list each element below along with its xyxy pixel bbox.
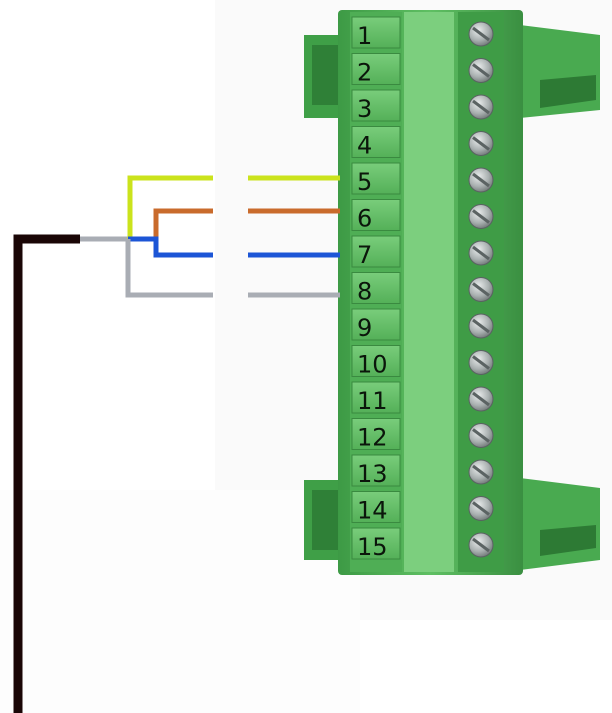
screw-slot-7 [472,245,490,261]
wires [80,175,340,298]
terminal-label-1: 1 [357,22,372,50]
terminal-label-12: 12 [357,424,388,452]
terminal-label-4: 4 [357,132,372,160]
screw-slot-5 [472,172,490,188]
cable-shadow-area [0,490,360,713]
wire-brown-left [153,208,213,239]
terminal-cell-7 [351,235,401,268]
terminal-cell-6 [351,199,401,231]
screw-slot-1 [472,26,490,42]
terminal-cell-4 [351,126,401,158]
screw-slot-11 [472,391,490,407]
terminal-label-8: 8 [357,278,372,306]
terminal-label-15: 15 [357,533,388,561]
terminal-label-9: 9 [357,314,372,342]
mount-clip-top [304,25,600,118]
screw-slot-13 [472,464,490,480]
terminal-cell-1 [351,16,401,49]
terminal-label-10: 10 [357,351,388,379]
terminal-cell-5 [351,162,401,195]
screw-slot-8 [472,282,490,297]
terminal-label-13: 13 [357,460,388,488]
terminal-label-14: 14 [357,497,388,525]
terminal-label-11: 11 [357,387,388,415]
terminal-cell-14 [351,491,401,523]
terminal-cell-10 [351,345,401,377]
terminal-label-5: 5 [357,168,372,196]
terminal-cell-13 [351,454,401,487]
screw-slot-10 [472,355,490,370]
wire-blue-left [128,236,213,258]
screw-slot-12 [472,428,490,443]
screw-slot-15 [472,537,490,553]
terminal-cells [351,16,401,560]
screw-slot-4 [472,136,490,151]
screw-slot-14 [472,501,490,516]
terminal-cell-8 [351,272,401,304]
terminal-label-6: 6 [357,205,372,233]
terminal-cell-9 [351,308,401,341]
cable-jacket [13,234,80,713]
center-rail [404,12,454,572]
wire-yellow-green-left [127,175,213,239]
screw-slot-6 [472,209,490,224]
terminal-cell-15 [351,527,401,560]
terminal-cell-12 [351,418,401,450]
terminal-screws [468,21,494,558]
terminal-cell-3 [351,89,401,122]
terminal-label-2: 2 [357,59,372,87]
screw-slot-2 [472,63,490,78]
screw-slot-3 [472,99,490,115]
terminal-label-3: 3 [357,95,372,123]
terminal-cell-2 [351,53,401,85]
screw-slot-9 [472,318,490,334]
wire-grey-left [125,239,213,298]
terminal-label-7: 7 [357,241,372,269]
terminal-cell-11 [351,381,401,414]
